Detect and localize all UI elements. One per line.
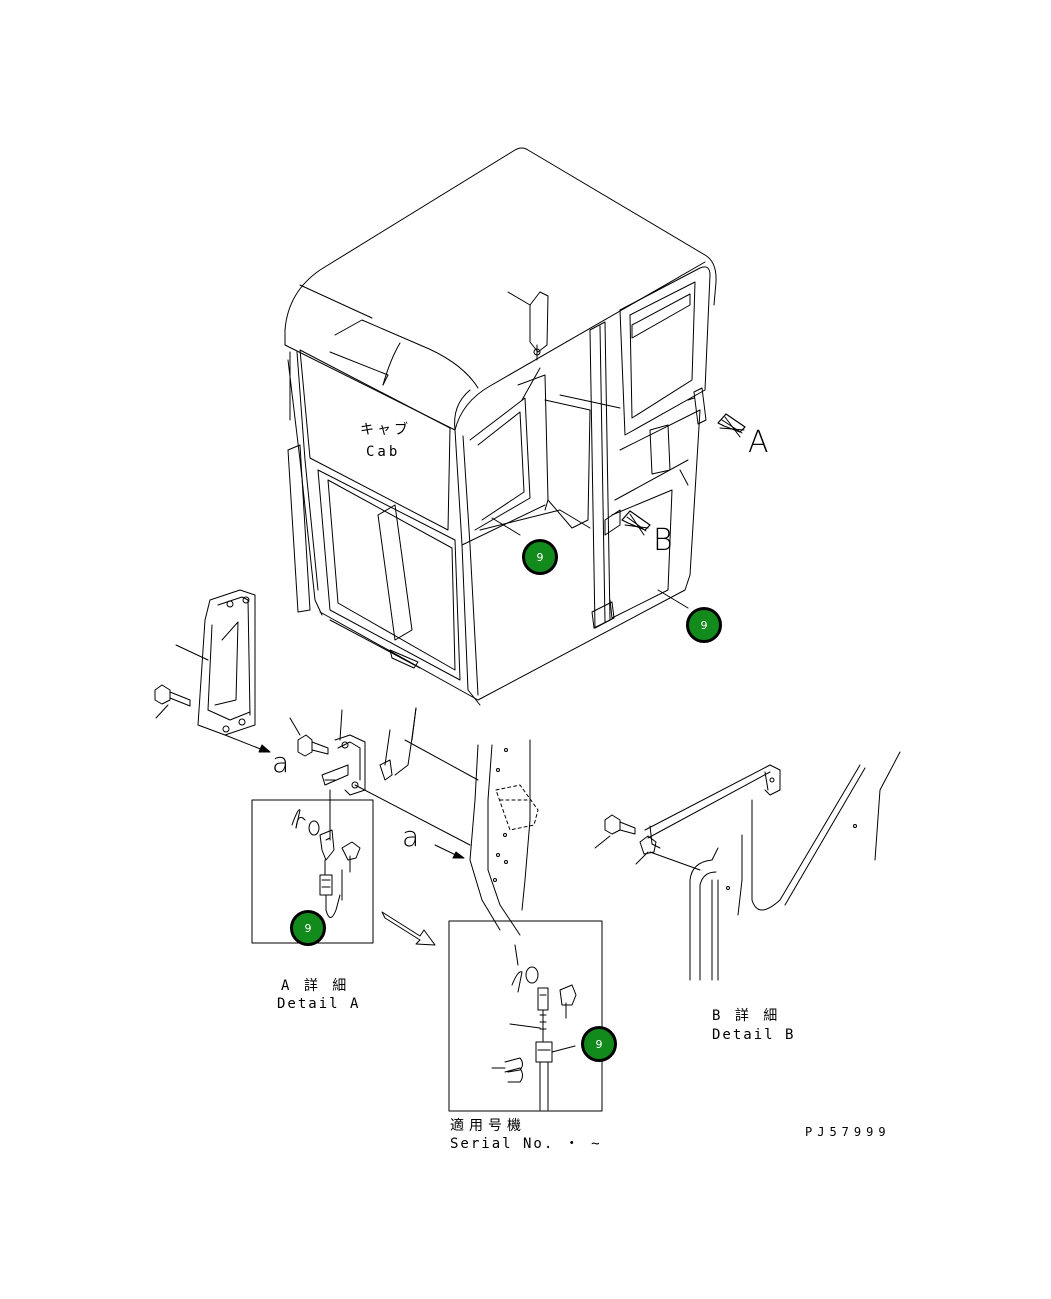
- handle-bracket: [176, 590, 255, 735]
- detail-a-parts: [292, 810, 360, 918]
- detail-a-title-jp: A 詳 細: [281, 978, 350, 994]
- ref-a-label-left: a: [272, 746, 290, 779]
- part-callout[interactable]: 9: [290, 910, 326, 946]
- ref-a-label-middle: a: [402, 820, 420, 853]
- view-b-arrow: [622, 511, 650, 535]
- serial-title-jp: 適用号機: [450, 1118, 526, 1134]
- serial-title-en: Serial No. ・ ~: [450, 1136, 602, 1152]
- view-b-label: B: [653, 523, 673, 558]
- detail-transition-arrow: [382, 912, 435, 945]
- detail-a-title-en: Detail A: [277, 996, 361, 1012]
- hinge-assembly: [290, 708, 478, 845]
- part-callout[interactable]: 9: [522, 539, 558, 575]
- detail-b-title-en: Detail B: [712, 1027, 796, 1043]
- serial-detail-frame: [449, 921, 602, 1111]
- detail-b-parts: [595, 752, 900, 980]
- cab-label-en: Cab: [366, 444, 401, 460]
- door-edge: [435, 740, 538, 935]
- cab-label-jp: キャブ: [360, 422, 411, 438]
- detail-b-title-jp: B 詳 細: [712, 1008, 781, 1024]
- cab-body: [285, 148, 716, 705]
- bolt-left: [155, 685, 190, 718]
- view-a-arrow: [718, 414, 745, 437]
- view-a-label: A: [748, 425, 769, 460]
- part-callout[interactable]: 9: [686, 607, 722, 643]
- drawing-id: PJ57999: [805, 1125, 891, 1139]
- serial-detail-parts: [492, 945, 576, 1110]
- part-callout[interactable]: 9: [581, 1026, 617, 1062]
